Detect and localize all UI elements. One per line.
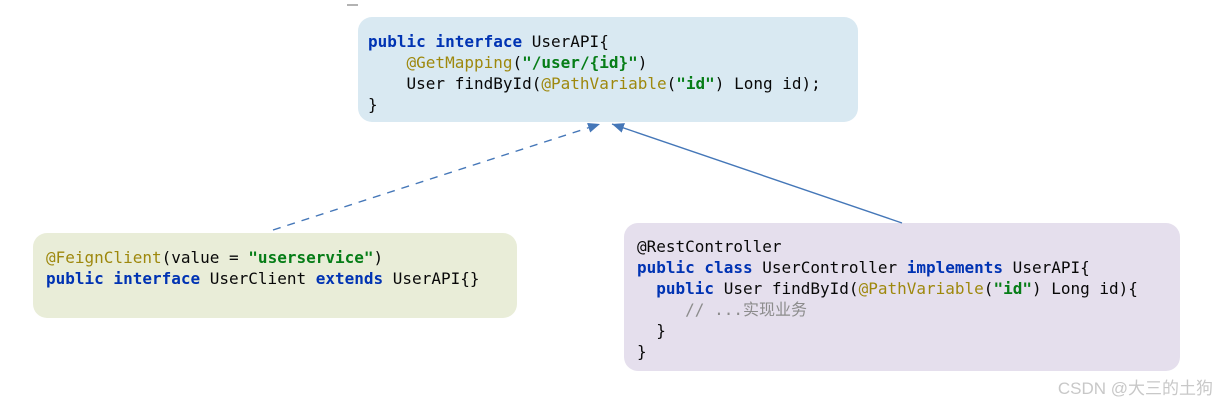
feign-client-code-box: @FeignClient(value = "userservice")publi… [33,233,517,318]
extends-arrow-dashed [272,122,601,231]
stray-mark [347,4,358,6]
watermark: CSDN @大三的土狗 [1057,379,1213,398]
implements-arrow-solid [611,123,903,224]
userapi-interface-code-box: public interface UserAPI{ @GetMapping("/… [358,17,858,122]
